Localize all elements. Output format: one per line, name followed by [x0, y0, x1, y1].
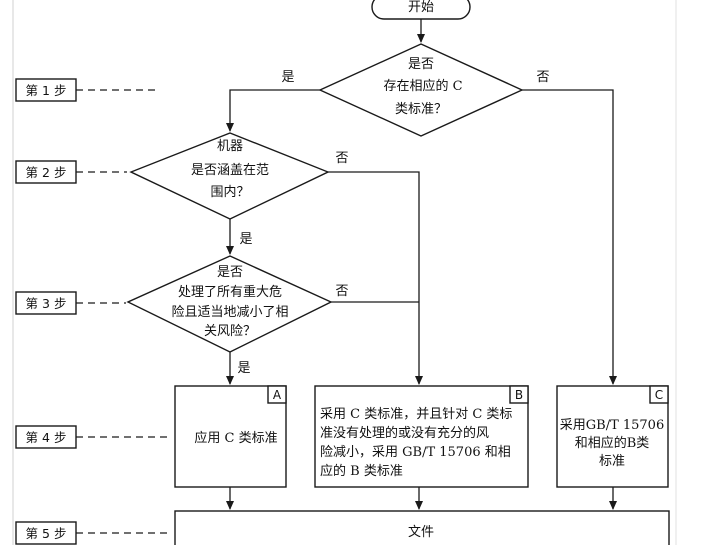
decision-2: 机器 是否涵盖在范 围内？	[129, 132, 330, 220]
decision-3-line-2: 处理了所有重大危	[178, 284, 282, 300]
arrow-d1-no	[522, 89, 617, 385]
box-b-line-1: 采用 C 类标准，并且针对 C 类标	[320, 407, 512, 422]
box-b-tag: B	[515, 388, 523, 402]
step-4: 第 4 步	[15, 425, 170, 449]
decision-3: 是否 处理了所有重大危 险且适当地减小了相 关风险？	[126, 255, 333, 353]
decision-1-line-3: 类标准？	[395, 102, 447, 117]
step-1-label: 第 1 步	[26, 83, 67, 98]
decision-3-no-label: 否	[335, 284, 348, 299]
decision-2-line-3: 围内？	[210, 184, 249, 200]
decision-2-line-1: 机器	[217, 139, 243, 154]
box-c-tag: C	[655, 388, 663, 402]
decision-2-no-label: 否	[335, 151, 348, 166]
step-3-label: 第 3 步	[26, 296, 67, 311]
start-terminal: 开始	[371, 0, 471, 20]
box-c-line-3: 标准	[599, 454, 625, 469]
decision-2-line-2: 是否涵盖在范	[191, 163, 269, 178]
decision-1-no-label: 否	[536, 70, 549, 85]
decision-1-yes-label: 是	[281, 70, 294, 85]
box-b-line-3: 险减小，采用 GB/T 15706 和相	[320, 445, 511, 460]
step-3: 第 3 步	[15, 291, 126, 315]
box-b: B 采用 C 类标准，并且针对 C 类标 准没有处理的或没有充分的风 险减小，采…	[314, 385, 529, 488]
box-c-line-1: 采用GB/T 15706	[560, 418, 664, 433]
step-2: 第 2 步	[15, 160, 127, 184]
start-label: 开始	[408, 0, 434, 15]
decision-3-yes-label: 是	[237, 361, 250, 376]
box-a-text: 应用 C 类标准	[194, 430, 277, 446]
step-5: 第 5 步	[15, 521, 170, 545]
document-box: 文件	[174, 510, 670, 545]
box-c: C 采用GB/T 15706 和相应的B类 标准	[556, 385, 669, 488]
step-2-label: 第 2 步	[26, 165, 67, 180]
decision-2-yes-label: 是	[239, 232, 252, 247]
box-c-line-2: 和相应的B类	[575, 435, 650, 451]
decision-1-line-1: 是否	[408, 57, 434, 72]
decision-1-line-2: 存在相应的 C	[383, 78, 462, 94]
arrow-d2-no	[328, 171, 423, 385]
box-b-line-2: 准没有处理的或没有充分的风	[320, 425, 489, 441]
box-a-tag: A	[273, 388, 282, 402]
step-5-label: 第 5 步	[26, 526, 67, 541]
box-a: A 应用 C 类标准	[174, 385, 287, 488]
document-label: 文件	[408, 525, 434, 540]
decision-3-line-3: 险且适当地减小了相	[171, 305, 288, 320]
step-4-label: 第 4 步	[26, 430, 67, 445]
step-1: 第 1 步	[15, 78, 160, 102]
decision-3-line-4: 关风险？	[204, 324, 256, 339]
box-b-line-4: 应的 B 类标准	[320, 463, 403, 479]
decision-3-line-1: 是否	[217, 265, 243, 280]
arrow-d1-yes	[226, 89, 320, 132]
decision-1: 是否 存在相应的 C 类标准？	[318, 43, 524, 137]
